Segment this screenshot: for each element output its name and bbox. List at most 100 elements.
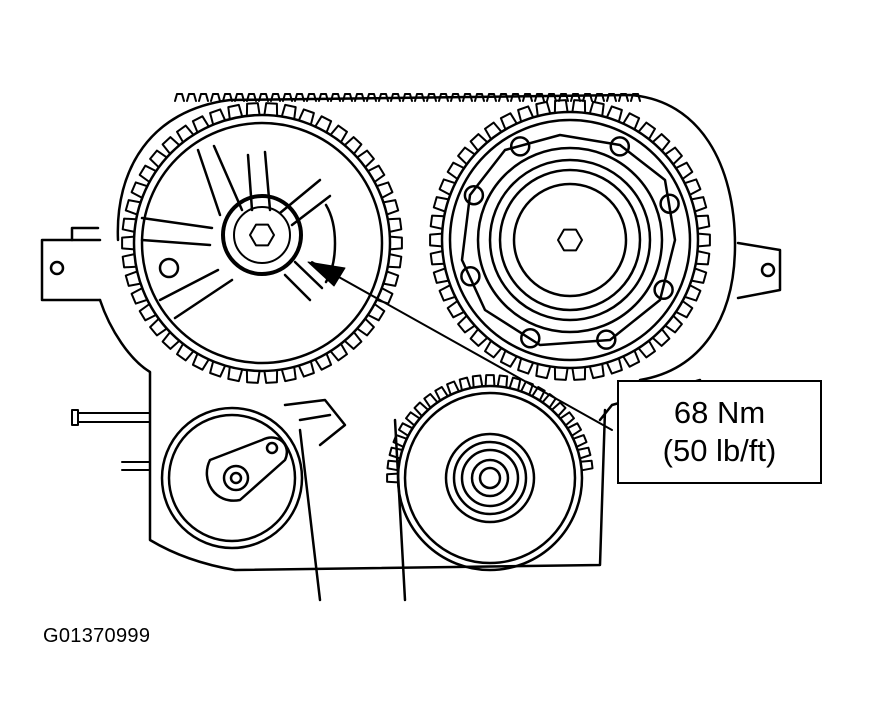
- gear-tooth: [517, 357, 535, 375]
- gear-tooth: [571, 99, 587, 114]
- lower-housing-outline: [98, 298, 607, 572]
- gear-tooth: [469, 133, 489, 152]
- gear-tooth: [588, 100, 605, 118]
- gear-tooth: [149, 317, 168, 337]
- gear-tooth: [375, 181, 394, 199]
- gear-tooth: [674, 161, 694, 180]
- gear-tooth: [121, 253, 138, 269]
- gear-tooth: [138, 164, 158, 183]
- gear-tooth: [457, 146, 476, 166]
- left-sprocket-spokes: [140, 144, 332, 320]
- right-mounting-tab: [736, 241, 782, 300]
- left-camshaft-sprocket: [121, 102, 403, 384]
- gear-tooth: [245, 369, 261, 384]
- gear-tooth: [405, 411, 421, 427]
- gear-tooth: [263, 102, 279, 117]
- hex-bolt-icon: [249, 223, 275, 247]
- gear-tooth: [161, 136, 181, 155]
- belt-tooth: [282, 93, 293, 102]
- torque-imperial-label: (50 lb/ft): [662, 433, 777, 468]
- gear-tooth: [696, 232, 711, 248]
- belt-tooth: [630, 93, 641, 102]
- belt-tooth: [450, 93, 461, 102]
- gear-tooth: [484, 374, 496, 388]
- gear-tooth: [227, 365, 244, 383]
- belt-tooth: [306, 93, 317, 102]
- vvt-bolt: [659, 193, 680, 214]
- belt-tooth: [366, 93, 377, 102]
- gear-tooth: [386, 472, 400, 484]
- belt-tooth: [606, 93, 617, 102]
- gear-tooth: [130, 181, 149, 199]
- gear-tooth: [356, 149, 375, 169]
- vvt-bolt-ring: [460, 136, 680, 350]
- right-hex-bolt-icon: [557, 228, 583, 252]
- gear-tooth: [446, 380, 460, 396]
- vvt-bolt: [609, 136, 631, 157]
- gear-tooth: [690, 196, 708, 213]
- gear-tooth: [130, 287, 149, 305]
- gear-tooth: [227, 103, 244, 121]
- belt-tooth: [462, 93, 473, 102]
- gear-tooth: [149, 149, 168, 169]
- gear-tooth: [651, 328, 671, 347]
- belt-tooth: [270, 93, 281, 102]
- gear-tooth: [297, 108, 315, 126]
- gear-tooth: [484, 121, 503, 141]
- gear-tooth: [622, 112, 641, 131]
- gear-tooth: [314, 115, 333, 134]
- gear-tooth: [484, 339, 503, 359]
- timing-belt-outer: [116, 93, 737, 382]
- gear-tooth: [683, 284, 702, 302]
- hub-ring: [221, 194, 303, 276]
- gear-tooth: [386, 253, 403, 269]
- belt-tooth: [378, 93, 389, 102]
- gear-tooth: [434, 386, 449, 402]
- gear-tooth: [605, 105, 623, 123]
- belt-tooth: [342, 93, 353, 102]
- vvt-bolt: [460, 266, 481, 287]
- belt-run-right: [393, 418, 407, 602]
- gear-tooth: [559, 411, 575, 427]
- belt-tooth: [510, 93, 521, 102]
- gear-tooth: [438, 178, 457, 196]
- gear-tooth: [329, 342, 348, 362]
- gear-tooth: [517, 105, 535, 123]
- gear-tooth: [191, 352, 210, 371]
- vvt-bolt: [596, 329, 617, 350]
- belt-tooth: [474, 93, 485, 102]
- right-camshaft-sprocket: [429, 99, 711, 381]
- vvt-bolt: [520, 328, 541, 349]
- gear-tooth: [579, 459, 594, 472]
- gear-tooth: [550, 401, 567, 418]
- belt-tooth: [246, 93, 257, 102]
- gear-tooth: [499, 112, 518, 131]
- gear-tooth: [535, 362, 552, 380]
- vvt-bolt: [463, 184, 485, 206]
- gear-tooth: [429, 250, 446, 266]
- leader-line: [311, 261, 613, 431]
- gear-tooth: [176, 342, 195, 362]
- gear-tooth: [121, 217, 138, 233]
- gear-tooth: [423, 393, 439, 409]
- belt-tooth: [258, 93, 269, 102]
- gear-tooth: [664, 146, 683, 166]
- belt-tooth: [534, 93, 545, 102]
- belt-tooth: [558, 93, 569, 102]
- arrow-pointer-icon: [307, 261, 346, 287]
- gear-tooth: [432, 267, 450, 284]
- gear-tooth: [605, 357, 623, 375]
- belt-run-left: [298, 428, 322, 602]
- vvt-housing-outline: [460, 133, 677, 347]
- belt-tooth: [294, 93, 305, 102]
- gear-tooth: [651, 133, 671, 152]
- gear-tooth: [622, 349, 641, 368]
- belt-tooth: [390, 93, 401, 102]
- gear-tooth: [674, 300, 694, 319]
- gear-tooth: [366, 164, 386, 183]
- belt-tooth: [570, 93, 581, 102]
- right-sprocket-teeth: [429, 99, 711, 381]
- gear-tooth: [124, 199, 142, 216]
- belt-tooth: [582, 93, 593, 102]
- gear-tooth: [553, 99, 569, 114]
